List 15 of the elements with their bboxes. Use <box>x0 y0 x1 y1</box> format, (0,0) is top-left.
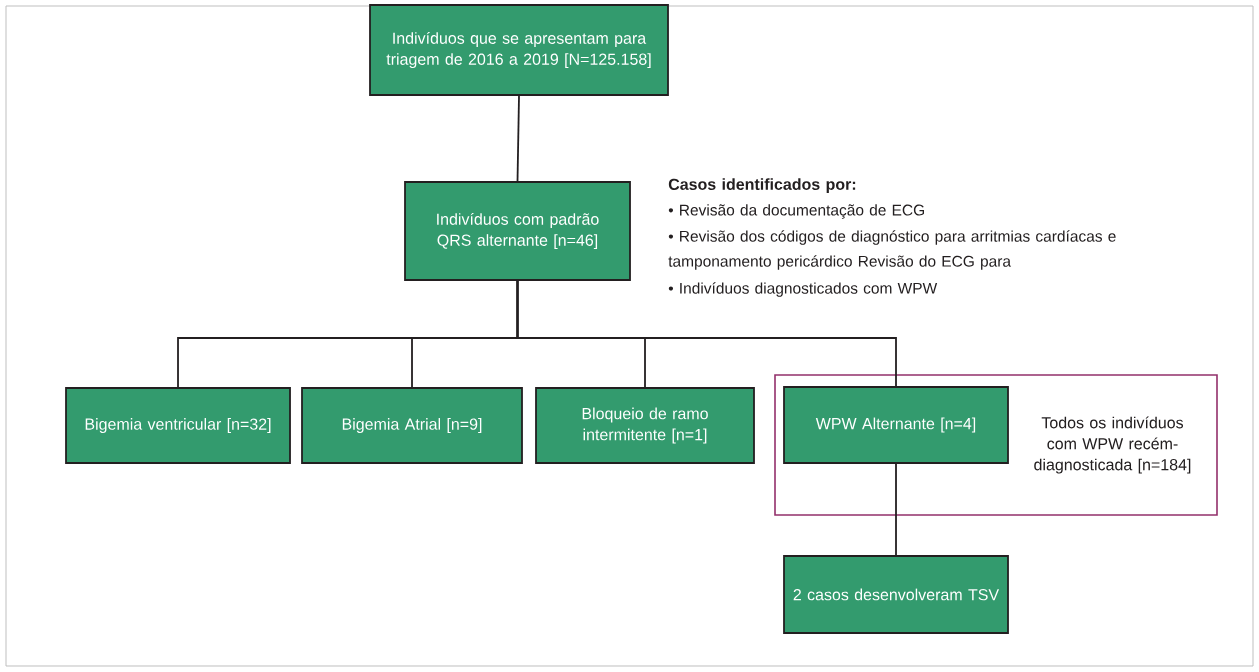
note-text: • Revisão da documentação de ECG <box>668 204 924 219</box>
process-box: Indivíduos que se apresentam para triagem de 2016 a 2019 [N=125.158] <box>369 4 669 96</box>
note-text: • Indivíduos diagnosticados com WPW <box>668 282 938 297</box>
connector-line <box>895 463 897 556</box>
process-box: Bloqueio de ramo intermitente [n=1] <box>535 387 755 464</box>
connector-line <box>516 95 520 182</box>
process-box: Bigemia ventricular [n=32] <box>65 387 291 464</box>
process-box: Indivíduos com padrão QRS alternante [n=46] <box>404 181 631 281</box>
note-text: Casos identificados por: <box>668 178 856 194</box>
process-box: 2 casos desenvolveram TSV <box>783 555 1009 634</box>
connector-line <box>516 280 897 387</box>
note-text: • Revisão dos códigos de diagnóstico para arritmias cardíacas e tamponamento pericárdico Revisão do ECG para <box>668 230 1116 270</box>
process-box: WPW Alternante [n=4] <box>783 386 1009 464</box>
process-box: Bigemia Atrial [n=9] <box>301 387 523 464</box>
group-note: Todos os indivíduos com WPW recém-diagnosticada [n=184] <box>1034 416 1191 474</box>
